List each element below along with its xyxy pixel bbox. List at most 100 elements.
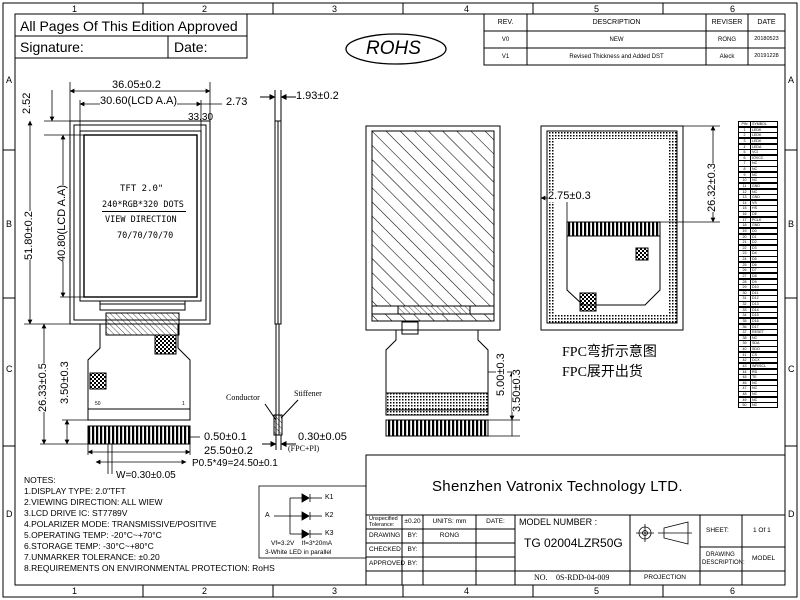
pin-number: 49 [739, 397, 751, 402]
pin-number: 44 [739, 369, 751, 374]
grid-col-6: 6 [730, 4, 736, 14]
dim-thickness: 1.93±0.2 [296, 90, 339, 102]
led-spec: Vf=3.2V If=3*20mA [271, 540, 333, 547]
grid-row-b: B [6, 219, 13, 229]
pin-symbol: PCLK [752, 217, 762, 222]
pin-number: PIN [739, 122, 751, 127]
grid-row-d-right: D [788, 509, 795, 519]
pin-number: 45 [739, 375, 751, 380]
back-dim-a: 5.00±0.3 [495, 353, 507, 396]
pin-symbol: LEDK [752, 127, 762, 132]
pin-number: 32 [739, 302, 751, 307]
pin-symbol: D3 [752, 245, 757, 250]
tb-drawing-label: DRAWING [369, 531, 401, 539]
pin-symbol: DE [752, 212, 757, 217]
rev-header-date: DATE [757, 19, 776, 26]
pin-number: 38 [739, 335, 751, 340]
dim-right: 2.73 [226, 96, 248, 108]
fold-dim-y: 26.32±0.3 [706, 163, 718, 212]
led-k1: K1 [325, 494, 334, 501]
pin-symbol: NC [752, 403, 758, 408]
fold-right-dots [669, 131, 677, 323]
title-block-lines [365, 454, 786, 586]
note-4: 4.POLARIZER MODE: TRANSMISSIVE/POSITIVE [24, 519, 217, 529]
pin-number: 5 [739, 150, 751, 155]
dim-fpc-width: 25.50±0.2 [204, 445, 253, 457]
front-ic [89, 372, 107, 390]
pin-number: 9 [739, 172, 751, 177]
fpc-pi-label: (FPC+PI) [288, 444, 320, 453]
fold-fpc-fingers [566, 221, 661, 237]
pin-symbol: D10 [752, 285, 759, 290]
dim-fpc-thk: 0.50±0.1 [204, 431, 247, 443]
pin-number: 29 [739, 285, 751, 290]
pin-number: 16 [739, 212, 751, 217]
note-8: 8.REQUIREMENTS ON ENVIRONMENTAL PROTECTI… [24, 563, 275, 573]
revision-table-lines [483, 13, 786, 66]
pin-symbol: GND [752, 223, 760, 228]
pin-symbol: NC [752, 386, 758, 391]
tb-sheet-value: 1 Of 1 [753, 527, 771, 534]
pin-symbol: D11 [752, 290, 759, 295]
panel-line-3: VIEW DIRECTION [105, 215, 177, 225]
rev-row-1-date: 20191228 [754, 52, 779, 59]
tb-tol-value: ±0.20 [404, 517, 421, 525]
tb-model-label: MODEL NUMBER : [519, 517, 598, 527]
fold-ic [635, 247, 649, 261]
pin-symbol: RESET [752, 330, 764, 335]
pin-number: 35 [739, 318, 751, 324]
pin-number: 42 [739, 358, 751, 363]
rev-row-0-rev: V0 [501, 36, 510, 43]
stiffener-label: Stiffener [294, 389, 322, 398]
pin-number: 7 [739, 161, 751, 166]
fold-dimensions [540, 125, 720, 223]
pin-symbol: GND [752, 183, 760, 188]
front-fpc-fingers [87, 425, 191, 445]
grid-col-1: 1 [72, 4, 78, 14]
pin-symbol: VS [752, 200, 757, 205]
rev-header-description: DESCRIPTION [592, 19, 641, 26]
pin-symbol: GND [752, 195, 760, 200]
fold-caption-1: FPC弯折示意图 [562, 345, 657, 360]
pin-number: 47 [739, 386, 751, 391]
pin-label-right: 1 [182, 401, 185, 407]
rev-row-1-rev: V1 [501, 53, 510, 60]
dim-fpc-part: 3.50±0.3 [59, 361, 71, 404]
grid-ticks [3, 3, 797, 597]
pin-symbol: NC [752, 380, 758, 385]
grid-col-3: 3 [332, 4, 338, 14]
pin-number: 48 [739, 392, 751, 397]
pin-symbol: D17 [752, 324, 759, 329]
pin-symbol: D13 [752, 302, 759, 307]
tb-approved-label: APPROVED [369, 559, 406, 567]
grid-row-b-right: B [788, 219, 795, 229]
panel-line-2: 240*RGB*320 DOTS [102, 200, 184, 210]
tb-drawing-by: RONG [439, 531, 460, 539]
pin-number: 8 [739, 167, 751, 172]
pin-number: 12 [739, 189, 751, 194]
front-dimensions [24, 82, 222, 474]
dim-aa-height: 40.80(LCD A.A) [56, 184, 68, 262]
pin-symbol: DCX [752, 358, 760, 363]
pin-symbol: NC [752, 397, 758, 402]
